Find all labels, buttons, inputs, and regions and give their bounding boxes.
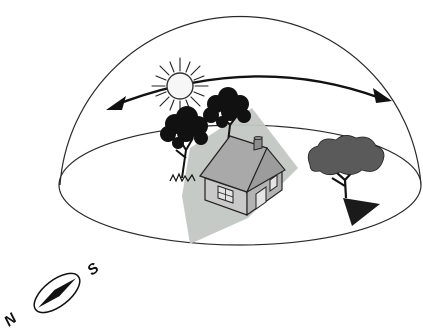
sun-path-arrow <box>106 76 392 110</box>
compass-north-label: N <box>1 309 21 330</box>
tree-icon <box>308 135 384 198</box>
compass-south-label: S <box>84 260 102 280</box>
arc-arrow-icon <box>118 76 380 104</box>
arrowhead-left <box>106 96 126 110</box>
compass-icon <box>28 266 87 320</box>
tree-shadow <box>343 198 380 226</box>
sun-icon <box>152 58 208 114</box>
